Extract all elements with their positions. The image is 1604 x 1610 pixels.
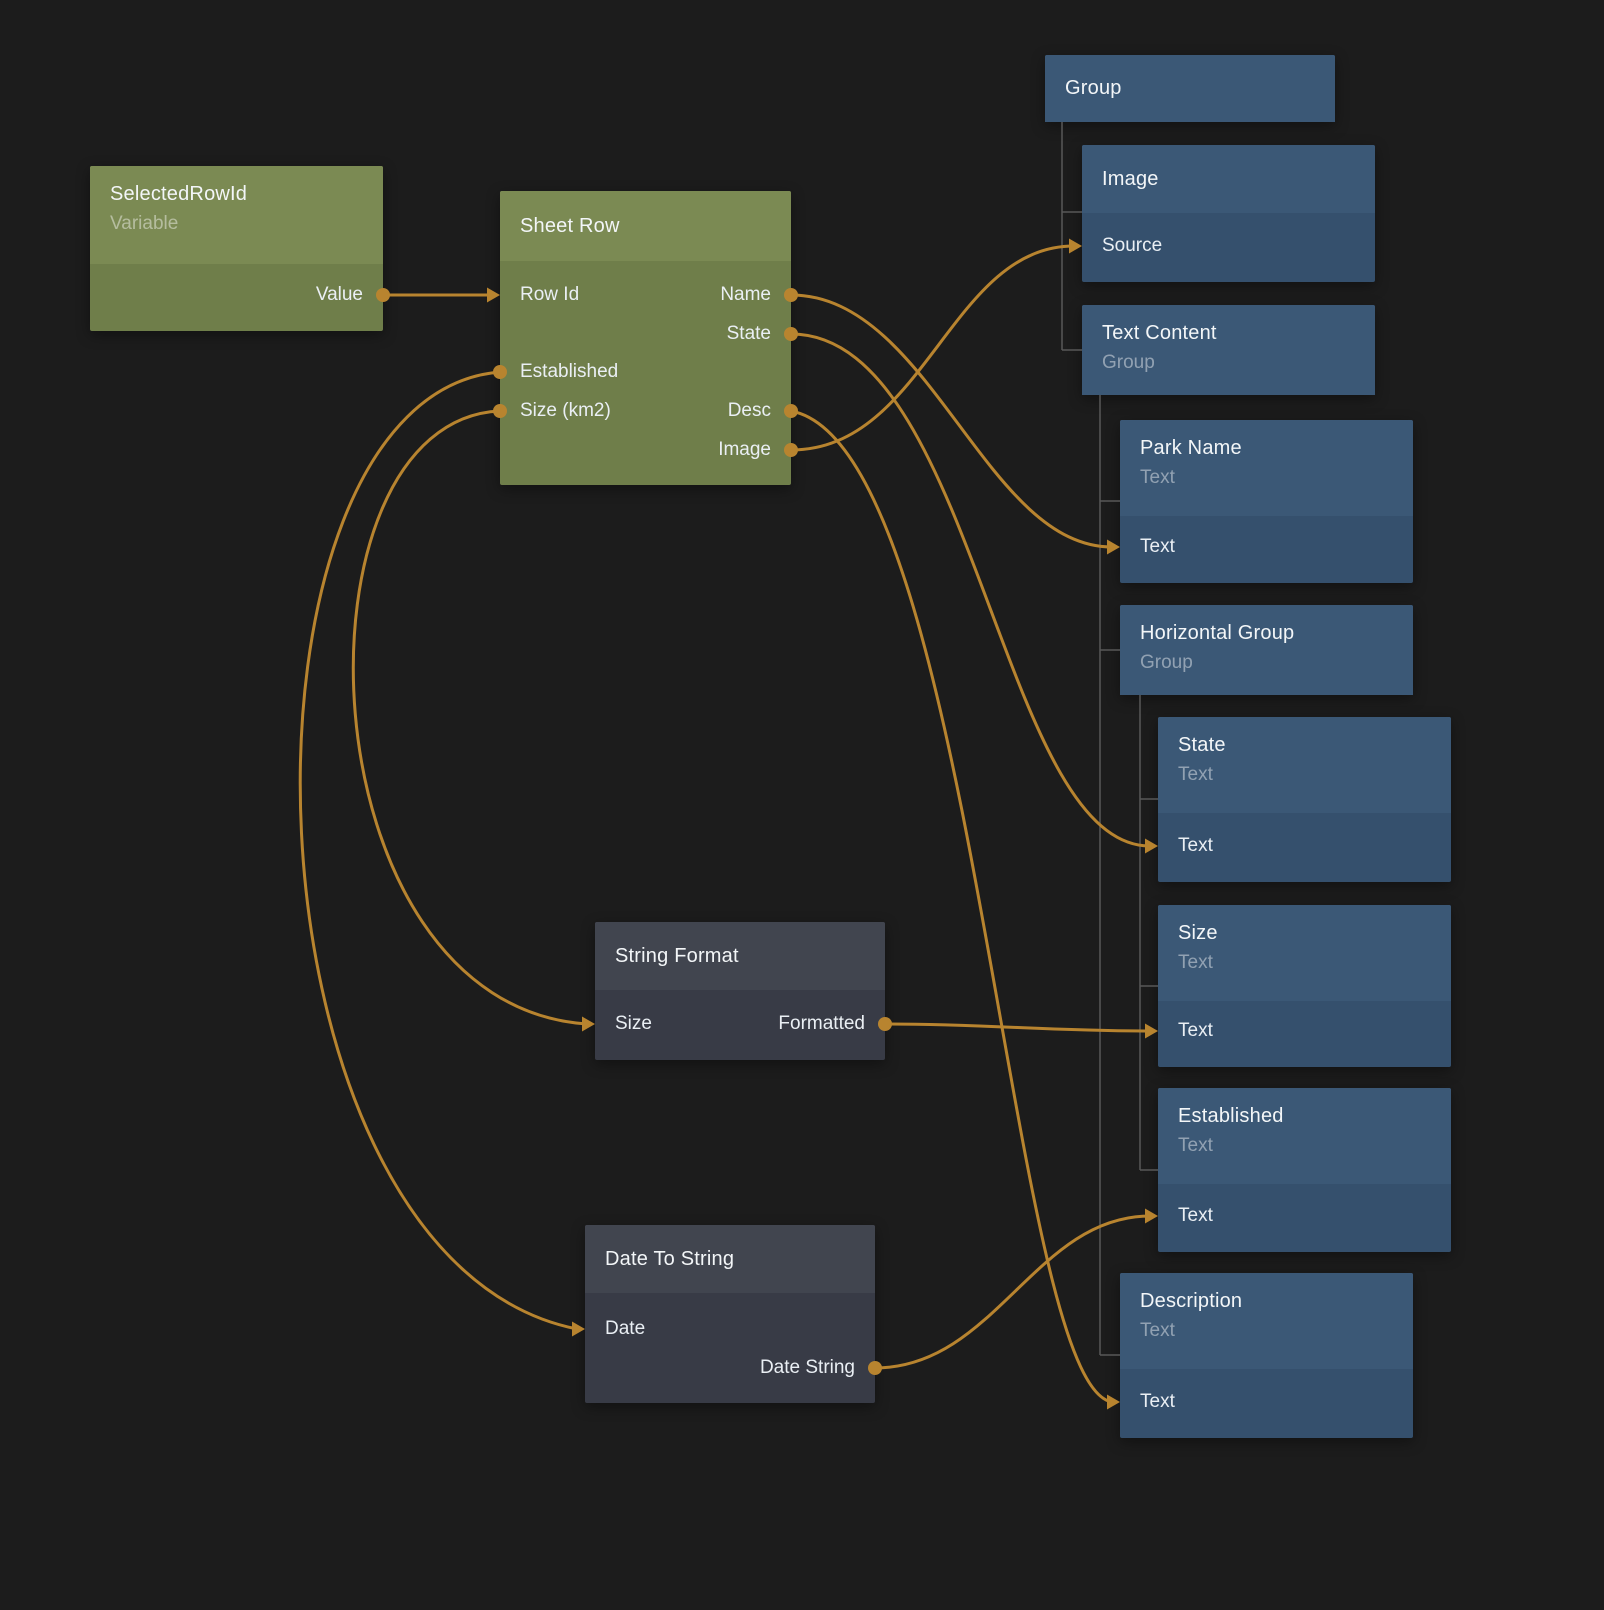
input-label-source: Source xyxy=(1102,235,1163,257)
node-title: Sheet Row xyxy=(520,214,620,237)
arrow-string-format-size[interactable] xyxy=(582,1016,595,1032)
port-row: Size (km2) Desc xyxy=(520,392,771,431)
node-subtitle: Text xyxy=(1140,1320,1175,1341)
wire-established-to-date[interactable] xyxy=(298,370,578,1331)
arrow-date-to-string-date[interactable] xyxy=(572,1321,585,1337)
node-size[interactable]: Size Text Text xyxy=(1158,905,1451,1067)
port-row: Size Formatted xyxy=(615,1005,865,1044)
port-row: State xyxy=(520,315,771,354)
node-header[interactable]: Group xyxy=(1045,55,1335,122)
node-string-format[interactable]: String Format Size Formatted xyxy=(595,922,885,1060)
wire-state-to-state-text[interactable] xyxy=(790,332,1151,848)
arrow-state-text[interactable] xyxy=(1145,838,1158,854)
node-title: Established xyxy=(1178,1105,1284,1127)
node-header[interactable]: Description Text xyxy=(1120,1273,1413,1369)
node-title: Group xyxy=(1065,77,1122,99)
node-subtitle: Text xyxy=(1178,764,1213,785)
node-subtitle: Variable xyxy=(110,213,179,234)
node-subtitle: Group xyxy=(1140,652,1193,673)
node-sheet-row[interactable]: Sheet Row Row Id Name State Established … xyxy=(500,191,791,485)
node-group[interactable]: Group xyxy=(1045,55,1335,122)
port-row-value: Value xyxy=(110,276,363,315)
output-label-name: Name xyxy=(720,284,771,306)
arrow-description-text[interactable] xyxy=(1107,1394,1120,1410)
wire-name-to-park-name-text[interactable] xyxy=(790,293,1113,549)
output-label-date-string: Date String xyxy=(759,1356,855,1378)
input-label-text: Text xyxy=(1140,1391,1175,1413)
input-label-row-id: Row Id xyxy=(520,284,580,306)
node-title: Text Content xyxy=(1102,322,1217,344)
wire-date-string-to-established-text[interactable] xyxy=(874,1214,1151,1370)
node-title: State xyxy=(1178,734,1226,756)
node-header[interactable]: Text Content Group xyxy=(1082,305,1375,395)
output-label-desc: Desc xyxy=(727,400,771,422)
node-header[interactable]: Horizontal Group Group xyxy=(1120,605,1413,695)
port-row: Row Id Name xyxy=(520,276,771,315)
node-header[interactable]: String Format xyxy=(595,922,885,990)
node-title: String Format xyxy=(615,944,739,967)
port-row-text: Text xyxy=(1140,528,1393,567)
input-label-text: Text xyxy=(1178,1205,1213,1227)
node-title: Description xyxy=(1140,1290,1243,1312)
node-selected-row-id[interactable]: SelectedRowId Variable Value xyxy=(90,166,383,331)
node-header[interactable]: Established Text xyxy=(1158,1088,1451,1184)
node-header[interactable]: Size Text xyxy=(1158,905,1451,1001)
input-label-text: Text xyxy=(1140,536,1175,558)
input-label-text: Text xyxy=(1178,1020,1213,1042)
node-header[interactable]: Date To String xyxy=(585,1225,875,1293)
node-title: SelectedRowId xyxy=(110,183,248,205)
output-label-image: Image xyxy=(718,438,771,460)
port-row: Date String xyxy=(605,1349,855,1388)
node-header[interactable]: State Text xyxy=(1158,717,1451,813)
node-state[interactable]: State Text Text xyxy=(1158,717,1451,882)
node-header[interactable]: Sheet Row xyxy=(500,191,791,261)
input-label-size: Size xyxy=(615,1013,652,1035)
input-label-text: Text xyxy=(1178,835,1213,857)
node-description[interactable]: Description Text Text xyxy=(1120,1273,1413,1438)
wire-formatted-to-size-text[interactable] xyxy=(884,1022,1151,1033)
arrow-size-text[interactable] xyxy=(1145,1023,1158,1039)
output-label-size-km2: Size (km2) xyxy=(520,400,611,422)
node-image[interactable]: Image Source xyxy=(1082,145,1375,282)
output-label-established: Established xyxy=(520,361,619,383)
node-park-name[interactable]: Park Name Text Text xyxy=(1120,420,1413,583)
port-row-text: Text xyxy=(1178,1012,1431,1051)
node-date-to-string[interactable]: Date To String Date Date String xyxy=(585,1225,875,1404)
node-established[interactable]: Established Text Text xyxy=(1158,1088,1451,1252)
port-row-source: Source xyxy=(1102,227,1355,266)
output-label-value: Value xyxy=(315,284,363,306)
node-title: Horizontal Group xyxy=(1140,622,1295,644)
arrow-established-text[interactable] xyxy=(1145,1208,1158,1224)
node-subtitle: Text xyxy=(1178,1135,1213,1156)
node-header[interactable]: Image xyxy=(1082,145,1375,213)
port-row: Image xyxy=(520,430,771,469)
node-header[interactable]: Park Name Text xyxy=(1120,420,1413,516)
input-label-date: Date xyxy=(605,1318,646,1340)
node-title: Date To String xyxy=(605,1247,735,1270)
port-row: Established xyxy=(520,353,771,392)
node-horizontal-group[interactable]: Horizontal Group Group xyxy=(1120,605,1413,695)
node-header[interactable]: SelectedRowId Variable xyxy=(90,166,383,264)
port-row-text: Text xyxy=(1178,827,1431,866)
node-title: Image xyxy=(1102,167,1159,190)
wire-image-to-image-source[interactable] xyxy=(790,244,1075,452)
port-row-text: Text xyxy=(1178,1197,1431,1236)
arrow-park-name-text[interactable] xyxy=(1107,539,1120,555)
arrow-image-source[interactable] xyxy=(1069,238,1082,254)
output-label-formatted: Formatted xyxy=(778,1013,865,1035)
node-subtitle: Group xyxy=(1102,352,1155,373)
output-label-state: State xyxy=(726,322,771,344)
node-title: Size xyxy=(1178,922,1218,944)
node-subtitle: Text xyxy=(1140,467,1175,488)
node-text-content[interactable]: Text Content Group xyxy=(1082,305,1375,395)
port-row-text: Text xyxy=(1140,1383,1393,1422)
port-row: Date xyxy=(605,1310,855,1349)
node-subtitle: Text xyxy=(1178,952,1213,973)
wire-size-km2-to-string-format-size[interactable] xyxy=(351,409,588,1026)
node-title: Park Name xyxy=(1140,437,1242,459)
arrow-sheet-row-row-id[interactable] xyxy=(487,287,500,303)
